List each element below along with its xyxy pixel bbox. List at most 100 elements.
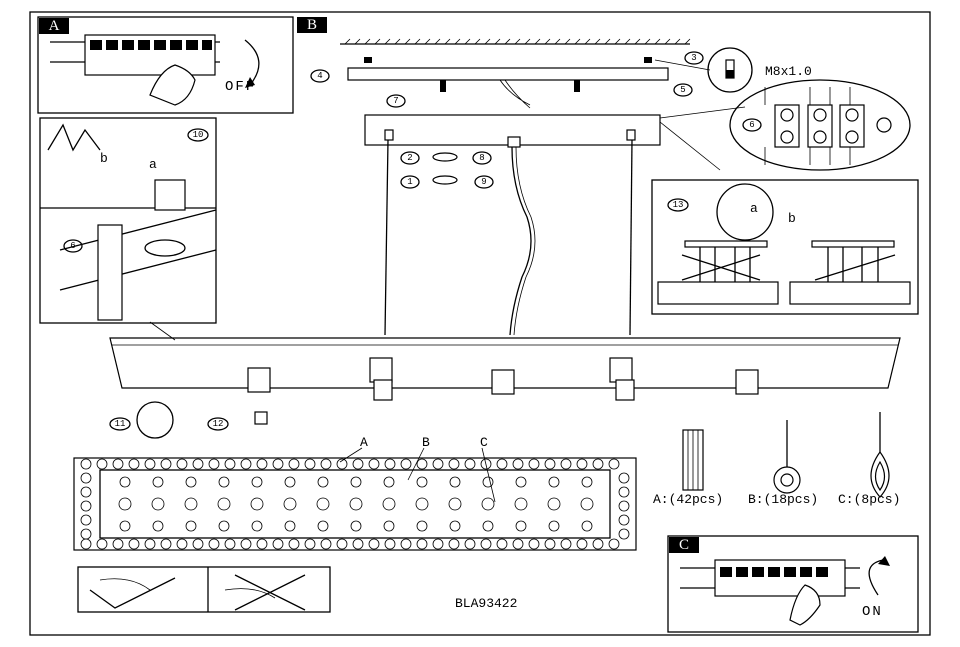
- crystal: [320, 538, 332, 550]
- crystal: [448, 458, 460, 470]
- crystal: [284, 520, 296, 532]
- canopy: [364, 114, 661, 185]
- crystal: [185, 520, 197, 532]
- crystal: [548, 520, 560, 532]
- crystal: [112, 538, 124, 550]
- crystal: [288, 538, 300, 550]
- crystal-layout-plan: A B C: [73, 435, 637, 551]
- crystal: [336, 538, 348, 550]
- off-label: OFF: [225, 79, 256, 95]
- crystal: [592, 538, 604, 550]
- rotate-arrow-icon: [868, 559, 884, 596]
- crystal: [384, 458, 396, 470]
- crystal: [224, 538, 236, 550]
- mounting-bracket: [347, 57, 669, 109]
- crystal: [208, 538, 220, 550]
- crystal: [416, 538, 428, 550]
- crystal: [151, 497, 165, 511]
- crystal: [304, 458, 316, 470]
- step-markers: 4 3 5 7 6 10 2 8 1 9 13 6 11 12: [63, 51, 762, 431]
- crystal: [118, 497, 132, 511]
- part-b-label: B:(18pcs): [748, 492, 818, 507]
- panel-a-label: A: [49, 18, 60, 34]
- crystal: [240, 458, 252, 470]
- detail-b-label: b: [788, 211, 796, 226]
- breaker-icon: [50, 34, 220, 106]
- crystal: [400, 458, 412, 470]
- crystal: [284, 476, 296, 488]
- crystal: [80, 486, 92, 498]
- crystal: [515, 520, 527, 532]
- crystal: [119, 476, 131, 488]
- crystal: [152, 476, 164, 488]
- svg-text:3: 3: [691, 53, 696, 63]
- crystal: [581, 476, 593, 488]
- crystal: [192, 538, 204, 550]
- pattern-label-a: A: [360, 435, 368, 450]
- on-label: ON: [862, 604, 883, 620]
- crystal: [496, 538, 508, 550]
- crystal: [581, 520, 593, 532]
- crystal: [128, 538, 140, 550]
- crystal: [80, 528, 92, 540]
- svg-text:2: 2: [407, 153, 412, 163]
- crystal: [560, 458, 572, 470]
- outer-frame: [29, 11, 931, 636]
- crystal: [548, 476, 560, 488]
- crystal: [240, 538, 252, 550]
- crystal: [368, 538, 380, 550]
- step-8: 8: [472, 151, 492, 165]
- crystal: [512, 458, 524, 470]
- panel-c-power-on: C ON: [667, 535, 919, 633]
- panel-c-label: C: [679, 537, 689, 553]
- svg-text:1: 1: [407, 177, 412, 187]
- crystal: [432, 458, 444, 470]
- step-6-left: 6: [63, 239, 83, 253]
- left-detail-b-label: b: [100, 151, 108, 166]
- crystal: [160, 538, 172, 550]
- part-c-teardrop-icon: [870, 412, 890, 498]
- crystal: [352, 538, 364, 550]
- height-adjust-panel: a b: [651, 179, 919, 315]
- crystal: [192, 458, 204, 470]
- svg-text:10: 10: [193, 130, 204, 140]
- crystal: [144, 538, 156, 550]
- crystal: [482, 520, 494, 532]
- crystal: [618, 500, 630, 512]
- crystal: [352, 458, 364, 470]
- crystal: [283, 497, 297, 511]
- crystal: [528, 538, 540, 550]
- crystal: [208, 458, 220, 470]
- crystal: [416, 458, 428, 470]
- crystal: [544, 458, 556, 470]
- crystal: [80, 514, 92, 526]
- step-4: 4: [310, 69, 330, 83]
- crystal: [112, 458, 124, 470]
- crystal: [560, 538, 572, 550]
- svg-text:6: 6: [749, 120, 754, 130]
- detail-a-label: a: [750, 201, 758, 216]
- step-9: 9: [474, 175, 494, 189]
- svg-text:11: 11: [115, 419, 126, 429]
- crystal: [317, 476, 329, 488]
- step-10: 10: [187, 128, 209, 142]
- crystal: [416, 476, 428, 488]
- crystal: [576, 458, 588, 470]
- ceiling: [340, 38, 691, 45]
- svg-text:8: 8: [479, 153, 484, 163]
- crystal: [382, 497, 396, 511]
- model-number: BLA93422: [455, 596, 517, 611]
- crystal: [547, 497, 561, 511]
- crystal: [96, 538, 108, 550]
- crystal: [152, 520, 164, 532]
- svg-text:12: 12: [213, 419, 224, 429]
- crystal: [184, 497, 198, 511]
- crystal: [480, 538, 492, 550]
- step-12: 12: [207, 417, 229, 431]
- hook-detail: [136, 401, 174, 439]
- crystal: [608, 538, 620, 550]
- part-c-label: C:(8pcs): [838, 492, 900, 507]
- crystal: [580, 497, 594, 511]
- rotate-arrow-icon: [244, 39, 260, 86]
- crystal: [448, 497, 462, 511]
